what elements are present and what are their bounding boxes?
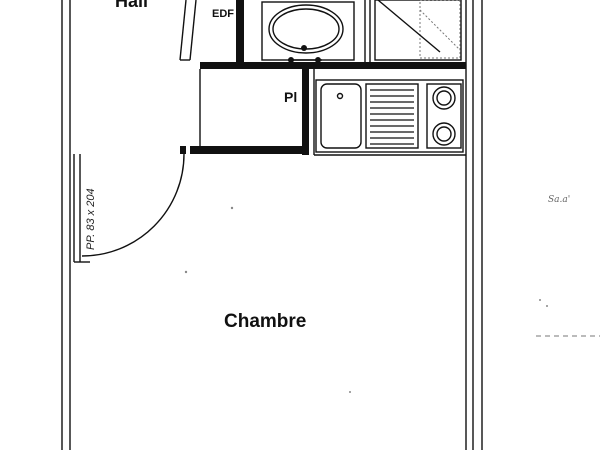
hall-partition-wall <box>179 0 197 61</box>
room-label-chambre: Chambre <box>224 311 306 332</box>
door-dimension-label: PP. 83 x 204 <box>85 188 97 250</box>
kitchen-block-walls <box>190 69 466 156</box>
cooktop <box>426 83 462 149</box>
left-exterior-wall <box>61 0 71 450</box>
margin-scribble: Sa.a' <box>548 195 570 205</box>
washbasin <box>261 1 355 63</box>
room-label-hall: Hall <box>115 0 148 11</box>
kitchen-sink <box>315 79 464 153</box>
room-label-edf: EDF <box>212 8 234 20</box>
bathroom-walls <box>200 0 466 69</box>
entrance-door <box>73 146 186 263</box>
room-label-placard: Pl <box>284 89 297 105</box>
right-exterior-wall <box>465 0 483 450</box>
shower-tray <box>374 0 462 61</box>
speck-marks <box>184 206 548 393</box>
